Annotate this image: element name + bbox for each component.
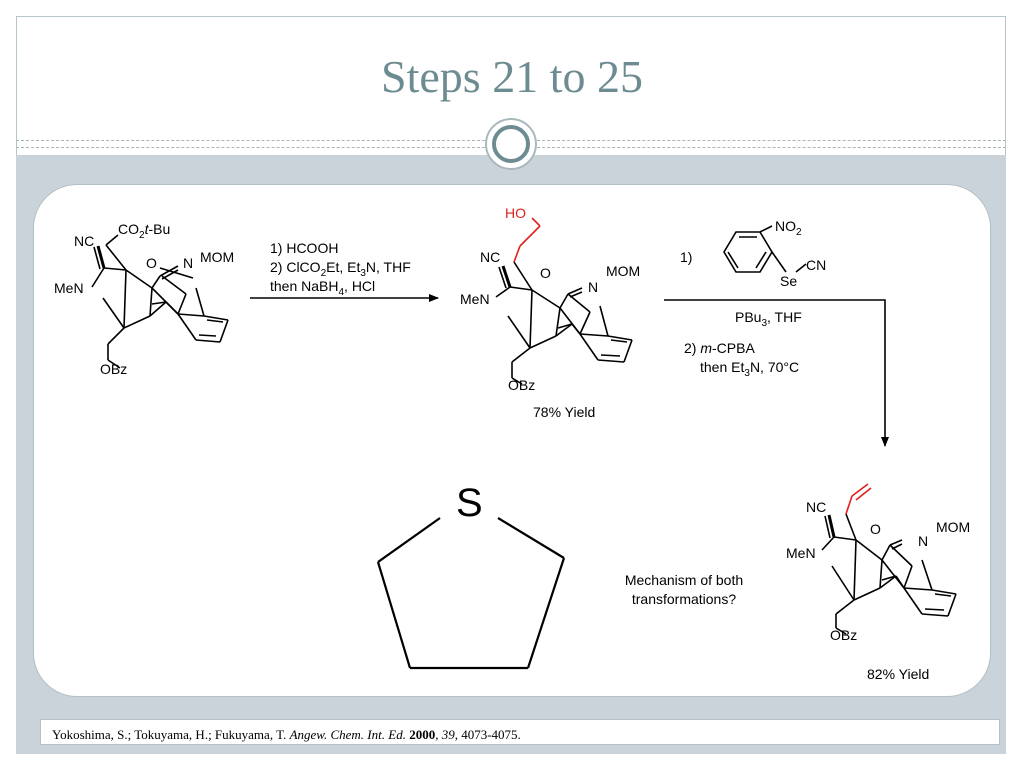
label-men: MeN [460, 291, 490, 307]
label-obz: OBz [100, 361, 127, 377]
citation: Yokoshima, S.; Tokuyama, H.; Fukuyama, T… [52, 727, 521, 742]
step1-line2-b: Et, Et [326, 259, 360, 275]
label-ho: HO [505, 205, 526, 221]
intermediate-hydroxyethyl [513, 217, 541, 263]
label-n: N [183, 255, 193, 271]
question-line2: transformations? [632, 591, 736, 607]
step1-line1: 1) HCOOH [270, 240, 338, 256]
citation-authors: Yokoshima, S.; Tokuyama, H.; Fukuyama, T… [52, 727, 290, 742]
step1-line2-c: N, THF [366, 259, 411, 275]
thiolane [376, 517, 566, 670]
label-nc: NC [480, 249, 500, 265]
step2-label1: 1) [680, 249, 692, 265]
thiolane-sulfur: S [456, 481, 483, 525]
label-n: N [588, 279, 598, 295]
label-obz: OBz [508, 377, 535, 393]
label-se: Se [780, 273, 797, 289]
content-panel [33, 184, 991, 697]
label-obz: OBz [830, 627, 857, 643]
label-no2: NO [775, 218, 796, 234]
svg-text:2) m-CPBA: 2) m-CPBA [684, 340, 755, 356]
step1-line2-sub: 2 [321, 268, 327, 279]
label-o: O [540, 265, 551, 281]
label-o: O [146, 255, 157, 271]
label-mom: MOM [936, 519, 970, 535]
label-nc: NC [806, 499, 826, 515]
label-nc: NC [74, 233, 94, 249]
label-men: MeN [54, 280, 84, 296]
step1-line3-a: then NaBH [270, 278, 338, 294]
selenocyanate-reagent [723, 225, 807, 273]
label-men: MeN [786, 545, 816, 561]
starting-material-labels: NC CO2t-Bu O N MOM MeN OBz [54, 221, 234, 377]
step1-conditions: 1) HCOOH 2) ClCO2Et, Et3N, THF then NaBH… [270, 240, 411, 298]
product-vinyl [845, 483, 872, 515]
step2-line3-sub: 3 [744, 368, 750, 379]
label-ester-t: t [145, 221, 150, 237]
step2-line2-em: m [700, 340, 712, 356]
label-ester: CO [118, 221, 139, 237]
intermediate-yield: 78% Yield [533, 404, 595, 420]
ring-ornament-icon [485, 118, 537, 170]
svg-text:PBu3, THF: PBu3, THF [735, 309, 802, 329]
reagent-labels: 1) NO2 Se CN PBu3, THF 2) m-CPBA then Et… [680, 218, 826, 379]
product [821, 513, 957, 635]
intermediate [495, 261, 633, 385]
reaction-arrow-2 [664, 299, 889, 447]
step1-line2-sub2: 3 [360, 268, 366, 279]
step2-line2-a: 2) [684, 340, 700, 356]
slide-title: Steps 21 to 25 [381, 51, 643, 102]
svg-text:then Et3N, 70°C: then Et3N, 70°C [700, 359, 799, 379]
label-o: O [870, 521, 881, 537]
step2-pbu-a: PBu [735, 309, 761, 325]
mechanism-question: Mechanism of both transformations? [625, 572, 743, 607]
label-cn: CN [806, 257, 826, 273]
step2-line3-b: N, 70°C [750, 359, 799, 375]
intermediate-labels: HO NC O N MOM MeN OBz 78% Yield [460, 205, 640, 420]
step2-line3-a: then Et [700, 359, 744, 375]
label-mom: MOM [200, 249, 234, 265]
label-no2-sub: 2 [796, 227, 802, 238]
citation-pages: , 4073-4075. [454, 727, 521, 742]
citation-journal: Angew. Chem. Int. Ed. [289, 727, 406, 742]
step1-line3-b: , HCl [344, 278, 375, 294]
citation-year: 2000 [409, 727, 436, 742]
step2-pbu-b: , THF [767, 309, 802, 325]
step1-line3-sub: 4 [338, 287, 344, 298]
label-ester-sub: 2 [139, 230, 145, 241]
label-ester-bu: -Bu [148, 221, 170, 237]
footer-box [40, 719, 1000, 745]
svg-text:then NaBH4, HCl: then NaBH4, HCl [270, 278, 375, 298]
starting-material [91, 234, 229, 369]
product-labels: NC O N MOM MeN OBz 82% Yield [786, 499, 970, 682]
svg-text:NO2: NO2 [775, 218, 802, 238]
product-yield: 82% Yield [867, 666, 929, 682]
label-mom: MOM [606, 263, 640, 279]
svg-text:CO2t-Bu: CO2t-Bu [118, 221, 170, 241]
label-n: N [918, 533, 928, 549]
step2-line2-b: -CPBA [712, 340, 755, 356]
citation-volume: 39 [441, 727, 455, 742]
step1-line2-a: 2) ClCO [270, 259, 321, 275]
step2-pbu-sub: 3 [761, 318, 767, 329]
svg-text:2) ClCO2Et, Et3N, THF: 2) ClCO2Et, Et3N, THF [270, 259, 411, 279]
question-line1: Mechanism of both [625, 572, 743, 588]
